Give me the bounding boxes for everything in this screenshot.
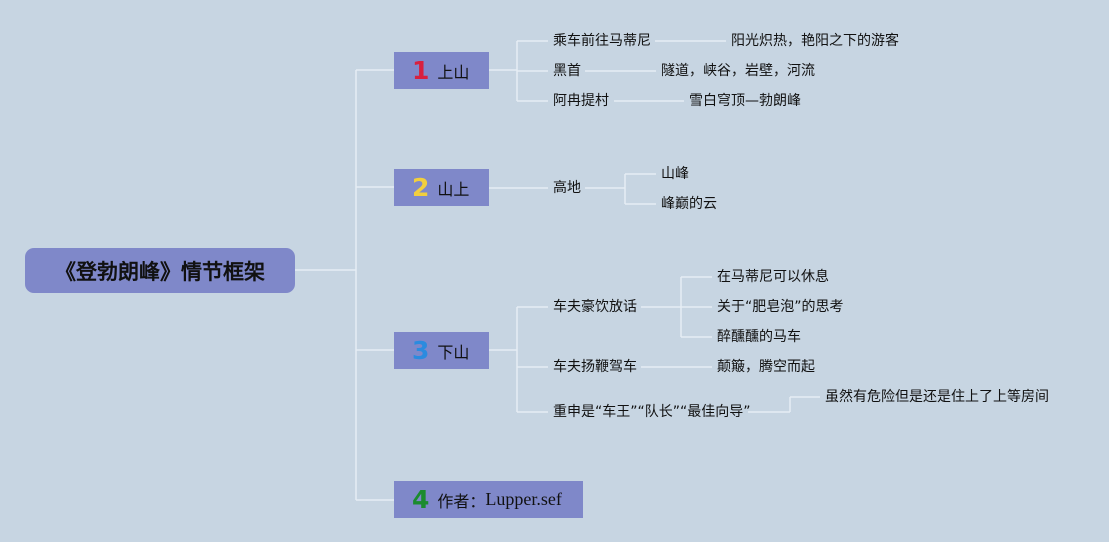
branch3-child-1-detail-2: 关于“肥皂泡”的思考 — [717, 299, 844, 315]
root-title: 《登勃朗峰》情节框架 — [55, 259, 265, 284]
branch-node-4[interactable]: 4 作者： Lupper.sef — [394, 481, 583, 518]
branch-number-3: 3 — [412, 336, 430, 365]
author-name: Lupper.sef — [485, 489, 562, 509]
branch-node-1[interactable]: 1 上山 — [394, 52, 489, 89]
branch-label-2: 山上 — [437, 179, 470, 199]
branch-number-2: 2 — [412, 173, 430, 202]
branch1-child-2: 黑首 — [553, 63, 581, 79]
branch3-child-1-detail-1: 在马蒂尼可以休息 — [717, 269, 829, 285]
branch2-child-1: 高地 — [553, 180, 581, 196]
branch3-child-2: 车夫扬鞭驾车 — [553, 359, 637, 375]
branch-label-1: 上山 — [437, 62, 470, 82]
branch3-child-3-detail: 虽然有危险但是还是住上了上等房间 — [825, 389, 1049, 405]
root-node[interactable]: 《登勃朗峰》情节框架 — [25, 248, 295, 293]
branch-node-3[interactable]: 3 下山 — [394, 332, 489, 369]
branch1-child-3: 阿冉提村 — [553, 93, 609, 109]
branch-number-4: 4 — [412, 485, 430, 514]
branch1-child-1-detail: 阳光炽热，艳阳之下的游客 — [731, 33, 899, 49]
branch1-child-3-detail: 雪白穹顶—勃朗峰 — [689, 93, 801, 109]
branch-node-2[interactable]: 2 山上 — [394, 169, 489, 206]
branch1-child-1: 乘车前往马蒂尼 — [553, 33, 651, 49]
branch3-child-2-detail: 颠簸，腾空而起 — [717, 359, 815, 375]
branch-label-3: 下山 — [437, 342, 470, 362]
branch3-child-1-detail-3: 醉醺醺的马车 — [717, 329, 801, 345]
branch3-child-1: 车夫豪饮放话 — [553, 299, 637, 315]
branch3-child-3: 重申是“车王”“队长”“最佳向导” — [553, 404, 751, 420]
branch1-child-2-detail: 隧道，峡谷，岩壁，河流 — [661, 63, 815, 79]
branch2-child-1-detail-1: 山峰 — [661, 166, 689, 182]
branch-label-4: 作者： — [437, 491, 486, 511]
branch-number-1: 1 — [412, 56, 430, 85]
branch2-child-1-detail-2: 峰巅的云 — [661, 196, 717, 212]
